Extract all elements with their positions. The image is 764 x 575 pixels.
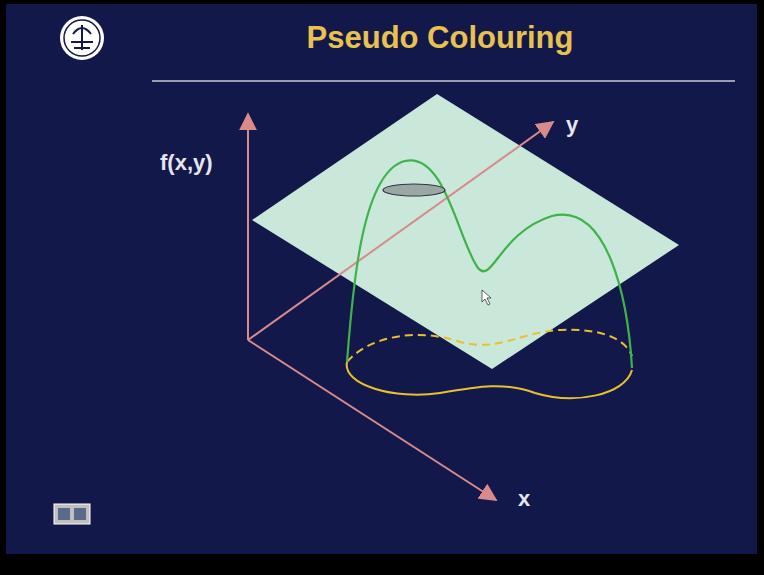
slide-background [6,4,757,554]
nav-icon [54,504,90,524]
x-axis [248,340,496,500]
base-contour-hidden [347,330,632,362]
f-axis [247,114,249,340]
axis-label: y [566,112,578,138]
title-rule [152,80,735,82]
axis-label: x [518,486,530,512]
slice-section [383,184,445,196]
mouse-cursor [482,290,491,305]
y-axis [248,122,553,340]
base-contour [347,362,632,398]
surface-profile [347,160,632,368]
axis-label: f(x,y) [160,150,213,176]
logo [60,16,104,60]
slide-title: Pseudo Colouring [307,20,574,56]
slice-plane [252,94,679,369]
